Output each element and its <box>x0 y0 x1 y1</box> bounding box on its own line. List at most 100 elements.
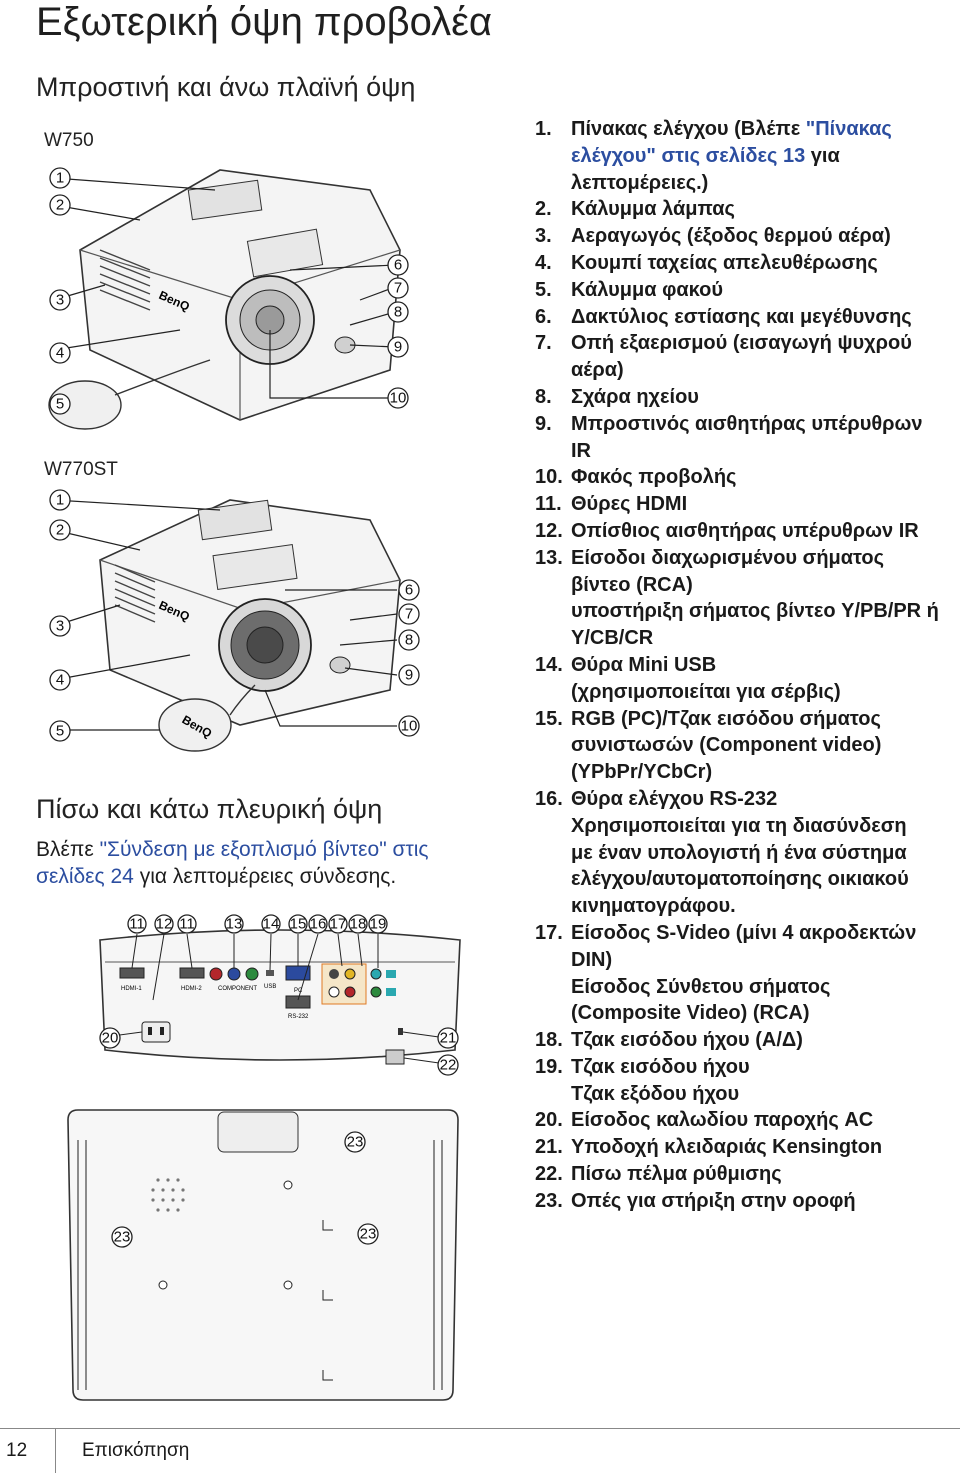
callout-22: 22 <box>437 1054 459 1076</box>
callout-9: 9 <box>387 336 409 358</box>
svg-text:20: 20 <box>102 1030 119 1047</box>
svg-text:1: 1 <box>56 492 64 509</box>
callout-11b: 11 <box>177 914 197 934</box>
parts-list-item: 2. Κάλυμμα λάμπας <box>535 196 960 223</box>
item-number: 20. <box>535 1109 563 1132</box>
video-connection-link[interactable]: "Σύνδεση με εξοπλισμό βίντεο" στις σελίδ… <box>36 838 429 888</box>
pc-port-label: PC <box>294 988 303 994</box>
svg-text:23: 23 <box>347 1134 364 1151</box>
item-text: Μπροστινός αισθητήρας υπέρυθρων <box>571 412 923 435</box>
svg-text:22: 22 <box>440 1057 457 1074</box>
item-text: Σχάρα ηχείου <box>571 385 699 408</box>
item-number: 5. <box>535 278 552 301</box>
item-text: για <box>805 144 840 167</box>
model-label-w770st: W770ST <box>44 459 118 480</box>
item-number: 21. <box>535 1136 563 1159</box>
parts-list-item: 6.Δακτύλιος εστίασης και μεγέθυνσης <box>535 304 960 331</box>
svg-text:6: 6 <box>394 257 402 274</box>
callout-7: 7 <box>387 277 409 299</box>
note-suffix: για λεπτομέρειες σύνδεσης. <box>133 865 397 888</box>
control-panel-link-cont[interactable]: ελέγχου" στις σελίδες 13 <box>571 144 806 167</box>
svg-text:3: 3 <box>56 292 64 309</box>
parts-list-item: 21. Υποδοχή κλειδαριάς Kensington <box>535 1134 960 1161</box>
svg-text:18: 18 <box>350 916 367 933</box>
item-text: Θύρα Mini USB <box>571 653 717 676</box>
item-number: 3. <box>535 225 552 248</box>
parts-list: 1. Πίνακας ελέγχου (Βλέπε "Πίνακας ελέγχου… <box>535 116 960 1215</box>
item-number: 2. <box>535 198 552 221</box>
parts-list-item: 1. Πίνακας ελέγχου (Βλέπε "Πίνακας ελέγχου… <box>535 116 960 196</box>
parts-list-item: 4.Κουμπί ταχείας απελευθέρωσης <box>535 250 960 277</box>
svg-text:23: 23 <box>360 1226 377 1243</box>
item-number: 12. <box>535 519 563 542</box>
item-text: Κάλυμμα λάμπας <box>571 198 735 221</box>
page-number: 12 <box>0 1428 56 1473</box>
item-text: Υποδοχή κλειδαριάς Kensington <box>571 1136 883 1159</box>
usb-label: USB <box>264 984 276 990</box>
svg-text:5: 5 <box>56 396 64 413</box>
svg-text:15: 15 <box>290 916 307 933</box>
item-text: υποστήριξη σήματος βίντεο Y/PB/PR ή <box>571 600 939 623</box>
item-text: λεπτομέρειες.) <box>571 171 709 194</box>
projector-w750-diagram: BenQ <box>48 169 401 430</box>
back-view-title: Πίσω και κάτω πλευρική όψη <box>36 794 383 824</box>
item-text: (χρησιμοποιείται για σέρβις) <box>571 680 841 703</box>
projector-w770st-diagram: BenQ BenQ <box>53 499 401 752</box>
parts-list-item: 3.Αεραγωγός (έξοδος θερμού αέρα) <box>535 223 960 250</box>
item-number: 7. <box>535 332 552 355</box>
item-text: Είσοδος Σύνθετου σήματος <box>571 975 831 998</box>
callout-18: 18 <box>348 914 368 934</box>
hdmi1-label: HDMI-1 <box>121 986 142 992</box>
callout-6: 6 <box>398 579 420 601</box>
item-number: 22. <box>535 1163 563 1186</box>
footer-rule <box>0 1428 960 1429</box>
item-text: Χρησιμοποιείται για τη διασύνδεση <box>571 814 907 837</box>
svg-text:19: 19 <box>370 916 387 933</box>
item-text: (Composite Video) (RCA) <box>571 1002 810 1025</box>
svg-text:3: 3 <box>56 618 64 635</box>
item-text: Τζακ εισόδου ήχου <box>571 1055 750 1078</box>
svg-text:23: 23 <box>114 1229 131 1246</box>
svg-text:2: 2 <box>56 522 64 539</box>
item-text: Y/CB/CR <box>571 627 654 650</box>
parts-list-item: 5. Κάλυμμα φακού <box>535 277 960 304</box>
footer-section-title: Επισκόπηση <box>82 1440 190 1461</box>
svg-text:10: 10 <box>390 390 407 407</box>
item-text: Οπίσθιος αισθητήρας υπέρυθρων IR <box>571 519 919 542</box>
model-label-w750: W750 <box>44 130 94 151</box>
item-text: Είσοδοι διαχωρισμένου σήματος <box>571 546 885 569</box>
svg-text:17: 17 <box>330 916 347 933</box>
control-panel-link[interactable]: "Πίνακας <box>805 118 892 140</box>
callout-17: 17 <box>328 914 348 934</box>
item-text: IR <box>571 439 591 462</box>
item-number: 15. <box>535 707 563 730</box>
item-number: 19. <box>535 1055 563 1078</box>
svg-text:13: 13 <box>226 916 243 933</box>
callout-23a: 23 <box>344 1131 366 1153</box>
item-number: 8. <box>535 385 552 408</box>
item-number: 23. <box>535 1189 563 1212</box>
item-text: Πίνακας ελέγχου (Βλέπε <box>571 118 806 140</box>
item-text: Κάλυμμα φακού <box>571 278 724 301</box>
item-text: Κουμπί ταχείας απελευθέρωσης <box>571 251 878 274</box>
item-number: 1. <box>535 118 552 140</box>
svg-text:11: 11 <box>129 916 145 933</box>
item-text: Θύρα ελέγχου RS-232 <box>571 787 778 810</box>
item-number: 11. <box>535 493 562 516</box>
svg-text:11: 11 <box>179 916 195 933</box>
item-text: Οπή εξαερισμού (εισαγωγή ψυχρού <box>571 332 912 355</box>
callout-8: 8 <box>387 301 409 323</box>
callout-1: 1 <box>49 167 71 189</box>
item-text: Τζακ εξόδου ήχου <box>571 1082 740 1105</box>
hdmi2-label: HDMI-2 <box>181 986 202 992</box>
callout-4: 4 <box>49 342 71 364</box>
svg-text:4: 4 <box>56 672 64 689</box>
svg-text:9: 9 <box>405 667 413 684</box>
callout-9: 9 <box>398 664 420 686</box>
svg-text:10: 10 <box>401 718 418 735</box>
svg-text:9: 9 <box>394 339 402 356</box>
callout-11: 11 <box>127 914 147 934</box>
item-text: με έναν υπολογιστή ή ένα σύστημα <box>571 841 907 864</box>
